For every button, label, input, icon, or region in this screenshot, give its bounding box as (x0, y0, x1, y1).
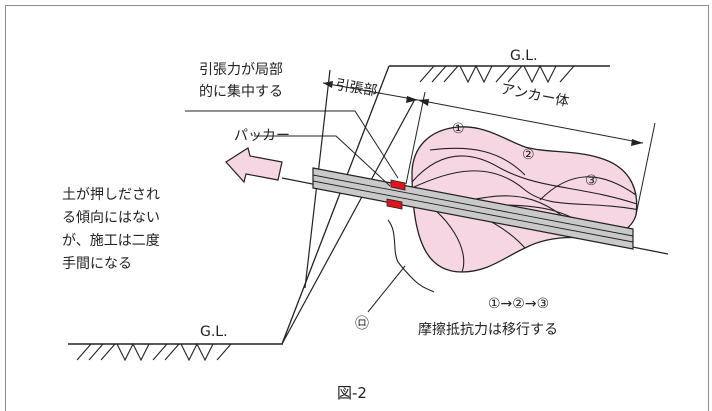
leader-callout (367, 265, 406, 313)
friction-shift-label: 摩擦抵抗力は移行する (418, 322, 558, 338)
dim-tension-arrow-left (323, 81, 333, 88)
dim-anchor-extension-right (635, 122, 656, 216)
bulb-number-3: ③ (585, 173, 598, 189)
dim-tension-arrow-right (406, 96, 418, 103)
bulb-number-2: ② (522, 147, 535, 163)
figure-caption: 図-2 (337, 384, 367, 402)
rod-line-1 (312, 174, 634, 237)
rod-line-2 (312, 180, 634, 243)
sequence-label: ①→②→③ (488, 296, 550, 312)
dim-anchor-arrow-right (631, 139, 643, 146)
dim-anchor (417, 99, 644, 144)
concentrated-label-line1: 引張力が局部 (199, 62, 283, 78)
packer-lower (386, 198, 403, 210)
dim-tension (322, 82, 419, 101)
soil-note-line3: が、施工は二度 (62, 233, 160, 249)
concentrated-label-line2: 的に集中する (199, 84, 283, 100)
leader-packer (254, 135, 391, 187)
brace-curve (387, 219, 435, 293)
dim-anchor-arrow-left (418, 99, 429, 106)
gl-bottom-label: G.L. (200, 324, 228, 340)
soil-note-line1: 土が押しだされ (62, 187, 160, 203)
bulb-number-1: ① (452, 121, 465, 137)
soil-note-line2: る傾向にはない (62, 210, 160, 226)
ground-hatch-bottom (76, 342, 232, 362)
gl-top-label: G.L. (510, 48, 538, 64)
callout-mark: ㋺ (355, 316, 369, 332)
ground-hatch-top (419, 64, 575, 84)
slope-inner-line (281, 100, 415, 345)
anchor-body-label: アンカー体 (499, 81, 570, 110)
slope-face (281, 65, 390, 345)
packer-label: パッカー (234, 128, 290, 144)
dim-anchor-extension-left (405, 91, 426, 185)
pull-direction-arrow (225, 147, 283, 184)
soil-note-line4: 手間になる (62, 256, 132, 272)
tension-section-label: 引張部 (334, 77, 378, 99)
packer-upper (390, 179, 406, 191)
leader-concentrated (185, 110, 399, 179)
figure-frame (5, 5, 709, 411)
